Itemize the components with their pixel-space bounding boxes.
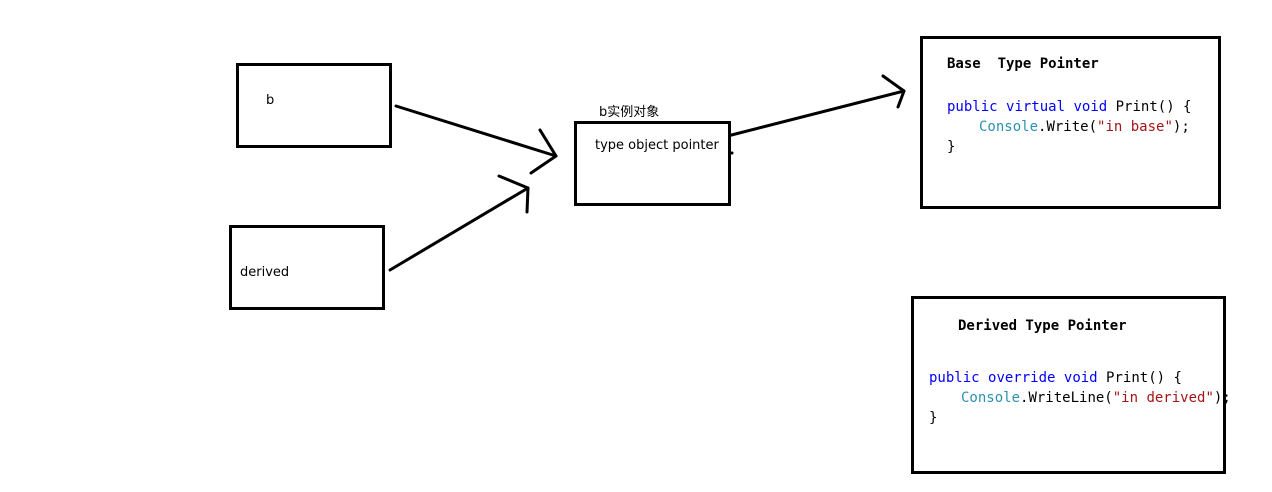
variable-derived-label: derived bbox=[240, 265, 290, 280]
base-code-line-2: Console.Write("in base"); bbox=[979, 119, 1190, 135]
base-code-line-1: public virtual void Print() { bbox=[947, 99, 1192, 115]
base-type-box: Base Type Pointer public virtual void Pr… bbox=[920, 36, 1221, 209]
arrowhead-b bbox=[529, 128, 558, 175]
arrow-b-to-instance bbox=[394, 104, 558, 158]
base-code-line-3: } bbox=[947, 139, 956, 155]
derived-code-line-3: } bbox=[929, 410, 938, 426]
derived-type-title: Derived Type Pointer bbox=[958, 318, 1127, 334]
arrowhead-base bbox=[881, 74, 906, 109]
type-object-pointer-field: type object pointer bbox=[595, 138, 719, 153]
variable-b-box: b bbox=[236, 63, 392, 148]
arrow-derived-to-instance bbox=[388, 186, 530, 272]
arrow-instance-to-base bbox=[706, 89, 906, 143]
variable-b-label: b bbox=[266, 93, 275, 108]
instance-object-box: type object pointer bbox=[574, 121, 731, 206]
derived-type-box: Derived Type Pointer public override voi… bbox=[911, 296, 1231, 474]
derived-code-line-1: public override void Print() { bbox=[929, 370, 1182, 386]
base-type-title: Base Type Pointer bbox=[947, 56, 1099, 72]
variable-derived-box: derived bbox=[229, 225, 385, 310]
derived-code-line-2: Console.WriteLine("in derived"); bbox=[961, 390, 1231, 406]
instance-caption: b实例对象 bbox=[599, 105, 660, 120]
arrowhead-derived bbox=[497, 174, 530, 214]
